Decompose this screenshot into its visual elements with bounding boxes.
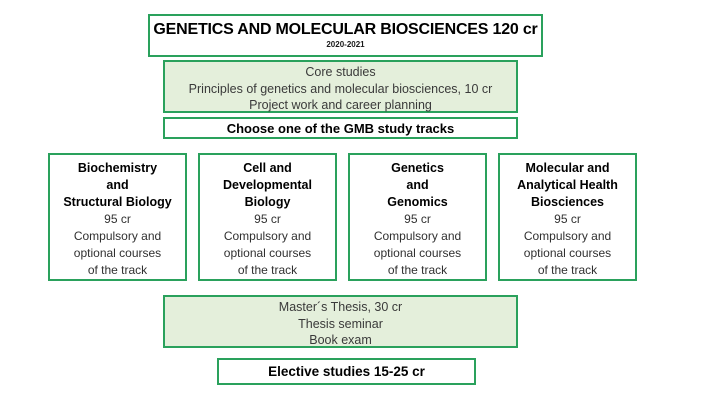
track-detail-line: optional courses: [223, 246, 312, 260]
track-detail-line: optional courses: [373, 246, 462, 260]
track-credits: 95 cr: [104, 212, 131, 226]
track-credits: 95 cr: [554, 212, 581, 226]
track-name-line: Analytical Health: [517, 178, 618, 192]
track-name-line: Genetics: [391, 161, 444, 175]
program-year: 2020-2021: [326, 40, 365, 49]
track-name-line: Genomics: [387, 195, 448, 209]
choose-track-label: Choose one of the GMB study tracks: [226, 120, 455, 136]
program-title-box: GENETICS AND MOLECULAR BIOSCIENCES 120 c…: [148, 14, 543, 57]
track-name-line: Biosciences: [531, 195, 604, 209]
track-name-line: Biology: [244, 195, 291, 209]
thesis-box: Master´s Thesis, 30 cr Thesis seminar Bo…: [163, 295, 518, 348]
track-detail-line: Compulsory and: [523, 229, 612, 243]
elective-studies-label: Elective studies 15-25 cr: [268, 364, 425, 379]
track-name-line: Molecular and: [525, 161, 610, 175]
choose-track-banner: Choose one of the GMB study tracks: [163, 117, 518, 139]
track-detail-line: optional courses: [523, 246, 612, 260]
track-detail-line: of the track: [87, 263, 148, 277]
track-detail-line: optional courses: [73, 246, 162, 260]
track-name-line: and: [406, 178, 429, 192]
track-name-line: Cell and: [243, 161, 292, 175]
track-box-genetics-genomics: Genetics and Genomics 95 cr Compulsory a…: [348, 153, 487, 281]
thesis-line: Thesis seminar: [298, 316, 383, 331]
track-name-line: Biochemistry: [77, 161, 158, 175]
track-detail-line: of the track: [237, 263, 298, 277]
core-studies-line: Project work and career planning: [249, 98, 432, 112]
track-name-line: Developmental: [223, 178, 312, 192]
track-name-line: Structural Biology: [63, 195, 172, 209]
track-credits: 95 cr: [254, 212, 281, 226]
track-detail-line: Compulsory and: [73, 229, 162, 243]
program-title: GENETICS AND MOLECULAR BIOSCIENCES 120 c…: [153, 21, 538, 38]
track-name-line: and: [106, 178, 129, 192]
track-box-molecular-analytical-health-biosciences: Molecular and Analytical Health Bioscien…: [498, 153, 637, 281]
track-detail-line: of the track: [387, 263, 448, 277]
core-studies-line: Principles of genetics and molecular bio…: [188, 81, 493, 96]
core-studies-heading: Core studies: [305, 65, 376, 79]
track-detail-line: Compulsory and: [373, 229, 462, 243]
track-credits: 95 cr: [404, 212, 431, 226]
elective-studies-box: Elective studies 15-25 cr: [217, 358, 476, 385]
track-box-cell-developmental-biology: Cell and Developmental Biology 95 cr Com…: [198, 153, 337, 281]
track-detail-line: Compulsory and: [223, 229, 312, 243]
track-detail-line: of the track: [537, 263, 598, 277]
track-box-biochemistry-structural-biology: Biochemistry and Structural Biology 95 c…: [48, 153, 187, 281]
thesis-line: Master´s Thesis, 30 cr: [278, 300, 403, 314]
core-studies-box: Core studies Principles of genetics and …: [163, 60, 518, 113]
thesis-line: Book exam: [309, 333, 372, 347]
